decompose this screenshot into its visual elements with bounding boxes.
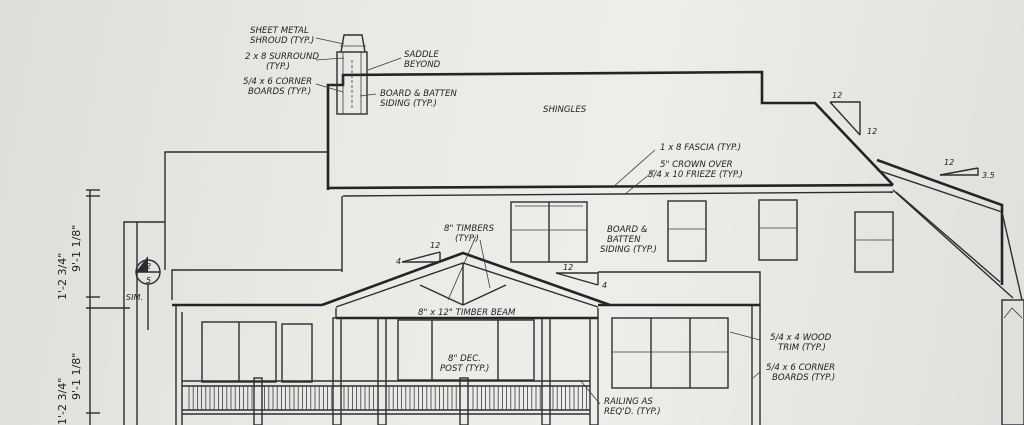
pitch-porch-run: 12: [430, 241, 440, 250]
label-railing-2: REQ'D. (TYP.): [604, 407, 661, 417]
pitch-porch-rise: 4: [396, 257, 401, 266]
label-timber-beam: 8" x 12" TIMBER BEAM: [418, 308, 516, 318]
label-corner-wall-2: BOARDS (TYP.): [772, 373, 835, 383]
side-roof: [876, 158, 1024, 425]
label-saddle-1: SADDLE: [404, 50, 439, 60]
label-sheet-metal-1: SHEET METAL: [250, 26, 309, 36]
label-surround-2: (TYP.): [266, 62, 290, 72]
leader-lines: [315, 37, 761, 405]
label-board-batten-wall-3: SIDING (TYP.): [600, 245, 657, 255]
label-crown-1: 5" CROWN OVER: [660, 160, 733, 170]
lower-windows: [201, 317, 729, 389]
label-corner-chimney-2: BOARDS (TYP.): [248, 87, 311, 97]
label-wood-trim-1: 5/4 x 4 WOOD: [770, 333, 832, 343]
label-board-batten-chimney-2: SIDING (TYP.): [380, 99, 437, 109]
dim-lower-b: 9'-1 1/8": [70, 353, 83, 400]
section-marker: [135, 256, 161, 330]
label-timbers-2: (TYP.): [455, 234, 479, 244]
label-sheet-metal-2: SHROUD (TYP.): [250, 36, 314, 46]
pitch-main-run: 12: [867, 127, 877, 136]
label-wood-trim-2: TRIM (TYP.): [778, 343, 826, 353]
lower-wall: [175, 305, 761, 425]
section-marker-bottom: 5: [146, 276, 151, 285]
label-board-batten-wall-2: BATTEN: [607, 235, 641, 245]
section-marker-tag: SIM.: [126, 293, 143, 302]
section-marker-top: 2: [146, 262, 151, 271]
pitch-side-run: 3.5: [982, 171, 995, 180]
label-board-batten-wall-1: BOARD &: [607, 225, 648, 235]
label-dec-post-1: 8" DEC.: [448, 354, 481, 364]
pitch-lower-rise: 12: [563, 263, 573, 272]
label-railing-1: RAILING AS: [604, 397, 653, 407]
label-shingles: SHINGLES: [543, 105, 587, 115]
upper-windows: [510, 199, 894, 273]
lower-shed-roof: [171, 269, 761, 307]
main-roof: [326, 70, 894, 197]
upper-wall: [341, 191, 1001, 283]
label-dec-post-2: POST (TYP.): [440, 364, 489, 374]
pitch-lower-run: 4: [602, 281, 607, 290]
dim-lower-a: 1'-2 3/4": [56, 378, 69, 425]
pitch-main-rise: 12: [832, 91, 842, 100]
dimension-strings: [86, 189, 130, 425]
pitch-symbols: [401, 101, 979, 286]
label-saddle-2: BEYOND: [404, 60, 441, 70]
porch-railing: [182, 377, 590, 425]
pitch-side-rise: 12: [944, 158, 954, 167]
dim-upper-a: 1'-2 3/4": [56, 253, 69, 300]
label-timbers-1: 8" TIMBERS: [444, 224, 495, 234]
label-crown-2: 5/4 x 10 FRIEZE (TYP.): [648, 170, 743, 180]
label-surround-1: 2 x 8 SURROUND: [245, 52, 319, 62]
porch-posts: [332, 317, 599, 425]
left-block: [123, 151, 328, 425]
label-corner-wall-1: 5/4 x 6 CORNER: [766, 363, 835, 373]
label-fascia: 1 x 8 FASCIA (TYP.): [660, 143, 741, 153]
label-board-batten-chimney-1: BOARD & BATTEN: [380, 89, 457, 99]
label-corner-chimney-1: 5/4 x 6 CORNER: [243, 77, 312, 87]
dim-upper-b: 9'-1 1/8": [70, 225, 83, 272]
